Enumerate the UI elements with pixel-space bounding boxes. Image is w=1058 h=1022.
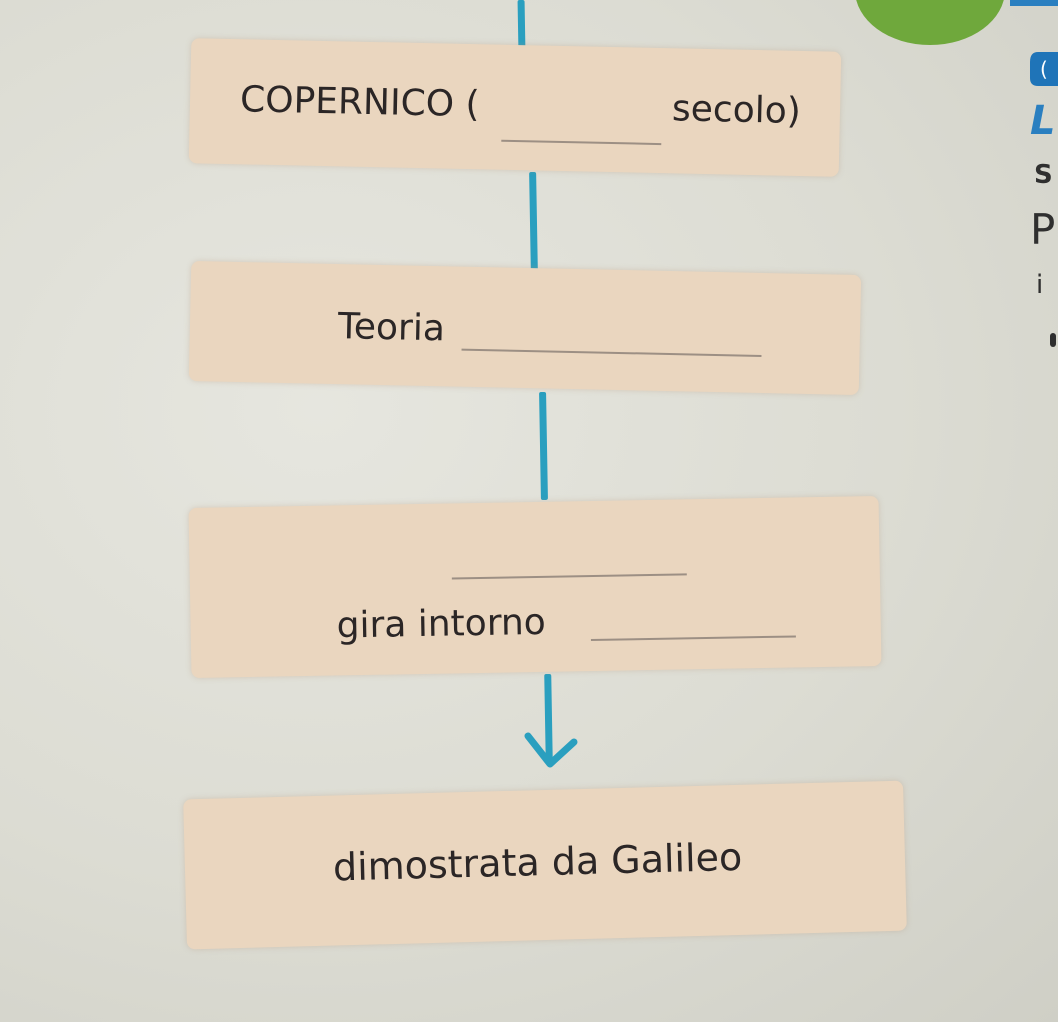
node-teoria: Teoria [188,260,862,396]
side-fragment-i: i [1036,270,1044,300]
green-circle-decoration [856,0,1004,45]
teoria-blank[interactable] [461,348,762,357]
gira-intorno-label: gira intorno [336,601,547,647]
node-copernico: COPERNICO ( secolo) [188,38,842,177]
object-blank[interactable] [590,635,796,642]
galileo-label: dimostrata da Galileo [332,834,743,890]
node-gira-intorno: gira intorno [188,495,882,679]
top-right-blue-strip [1010,0,1058,6]
node-galileo: dimostrata da Galileo [183,780,907,950]
subject-blank[interactable] [451,573,687,580]
century-suffix-label: secolo) [671,88,802,132]
century-blank[interactable] [501,139,662,146]
blue-tab-decoration: ( [1030,52,1058,86]
connector-copernico-teoria [529,171,538,275]
copernico-label: COPERNICO ( [239,79,480,126]
side-fragment-s: S [1034,160,1053,190]
connector-teoria-gira [539,391,548,501]
svg-text:(: ( [1040,57,1048,81]
teoria-label: Teoria [337,306,446,350]
arrow-down-icon [524,732,578,768]
side-fragment-dot [1050,333,1056,347]
side-fragment-p: P [1030,205,1056,254]
side-fragment-l: L [1030,98,1056,144]
